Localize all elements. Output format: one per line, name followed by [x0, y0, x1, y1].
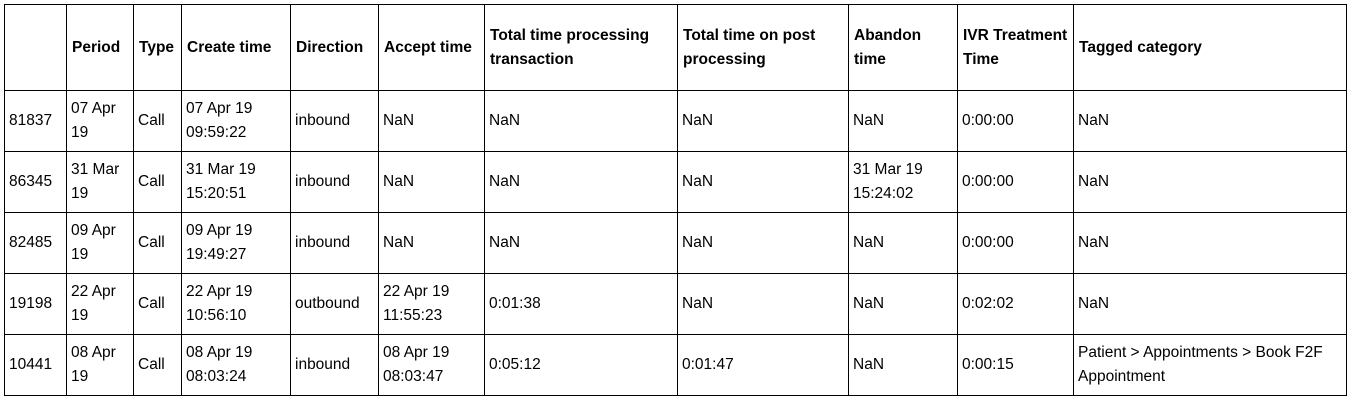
cell-accept-time: 22 Apr 19 11:55:23 [378, 273, 485, 335]
cell-type: Call [133, 90, 182, 152]
cell-direction: inbound [290, 151, 379, 213]
cell-type: Call [133, 334, 182, 396]
header-row: Period Type Create time Direction Accept… [4, 4, 1347, 91]
cell-ivr-time: 0:00:00 [957, 212, 1074, 274]
cell-abandon-time: 31 Mar 19 15:24:02 [848, 151, 958, 213]
cell-create-time: 09 Apr 19 19:49:27 [181, 212, 291, 274]
cell-total-processing: NaN [484, 212, 678, 274]
cell-total-processing: 0:05:12 [484, 334, 678, 396]
cell-ivr-time: 0:00:15 [957, 334, 1074, 396]
cell-abandon-time: NaN [848, 334, 958, 396]
table-row: 86345 31 Mar 19 Call 31 Mar 19 15:20:51 … [4, 151, 1347, 213]
row-index: 81837 [4, 90, 67, 152]
data-table: Period Type Create time Direction Accept… [4, 4, 1347, 396]
cell-abandon-time: NaN [848, 90, 958, 152]
cell-period: 09 Apr 19 [66, 212, 134, 274]
cell-post-processing: NaN [677, 151, 849, 213]
cell-create-time: 22 Apr 19 10:56:10 [181, 273, 291, 335]
cell-accept-time: NaN [378, 151, 485, 213]
cell-tagged-category: NaN [1073, 212, 1347, 274]
cell-tagged-category: NaN [1073, 151, 1347, 213]
column-header-total-processing: Total time processing transaction [484, 4, 678, 91]
column-header-ivr-time: IVR Treatment Time [957, 4, 1074, 91]
cell-create-time: 31 Mar 19 15:20:51 [181, 151, 291, 213]
column-header-type: Type [133, 4, 182, 91]
cell-abandon-time: NaN [848, 212, 958, 274]
cell-tagged-category: Patient > Appointments > Book F2F Appoin… [1073, 334, 1347, 396]
cell-tagged-category: NaN [1073, 273, 1347, 335]
cell-post-processing: 0:01:47 [677, 334, 849, 396]
cell-ivr-time: 0:00:00 [957, 90, 1074, 152]
cell-ivr-time: 0:00:00 [957, 151, 1074, 213]
cell-direction: outbound [290, 273, 379, 335]
cell-total-processing: NaN [484, 151, 678, 213]
table-row: 81837 07 Apr 19 Call 07 Apr 19 09:59:22 … [4, 90, 1347, 152]
column-header-create-time: Create time [181, 4, 291, 91]
cell-direction: inbound [290, 90, 379, 152]
cell-total-processing: 0:01:38 [484, 273, 678, 335]
column-header-direction: Direction [290, 4, 379, 91]
column-header-index [4, 4, 67, 91]
cell-period: 22 Apr 19 [66, 273, 134, 335]
cell-direction: inbound [290, 212, 379, 274]
row-index: 86345 [4, 151, 67, 213]
column-header-period: Period [66, 4, 134, 91]
cell-post-processing: NaN [677, 90, 849, 152]
cell-tagged-category: NaN [1073, 90, 1347, 152]
cell-period: 07 Apr 19 [66, 90, 134, 152]
cell-total-processing: NaN [484, 90, 678, 152]
row-index: 19198 [4, 273, 67, 335]
cell-create-time: 07 Apr 19 09:59:22 [181, 90, 291, 152]
cell-type: Call [133, 273, 182, 335]
cell-direction: inbound [290, 334, 379, 396]
cell-accept-time: NaN [378, 90, 485, 152]
cell-ivr-time: 0:02:02 [957, 273, 1074, 335]
cell-create-time: 08 Apr 19 08:03:24 [181, 334, 291, 396]
cell-post-processing: NaN [677, 273, 849, 335]
cell-type: Call [133, 151, 182, 213]
table-row: 10441 08 Apr 19 Call 08 Apr 19 08:03:24 … [4, 334, 1347, 396]
column-header-accept-time: Accept time [378, 4, 485, 91]
column-header-post-processing: Total time on post processing [677, 4, 849, 91]
cell-accept-time: NaN [378, 212, 485, 274]
cell-period: 08 Apr 19 [66, 334, 134, 396]
cell-period: 31 Mar 19 [66, 151, 134, 213]
cell-accept-time: 08 Apr 19 08:03:47 [378, 334, 485, 396]
row-index: 82485 [4, 212, 67, 274]
cell-abandon-time: NaN [848, 273, 958, 335]
cell-post-processing: NaN [677, 212, 849, 274]
table-row: 82485 09 Apr 19 Call 09 Apr 19 19:49:27 … [4, 212, 1347, 274]
table-row: 19198 22 Apr 19 Call 22 Apr 19 10:56:10 … [4, 273, 1347, 335]
cell-type: Call [133, 212, 182, 274]
column-header-abandon-time: Abandon time [848, 4, 958, 91]
row-index: 10441 [4, 334, 67, 396]
column-header-tagged-category: Tagged category [1073, 4, 1347, 91]
